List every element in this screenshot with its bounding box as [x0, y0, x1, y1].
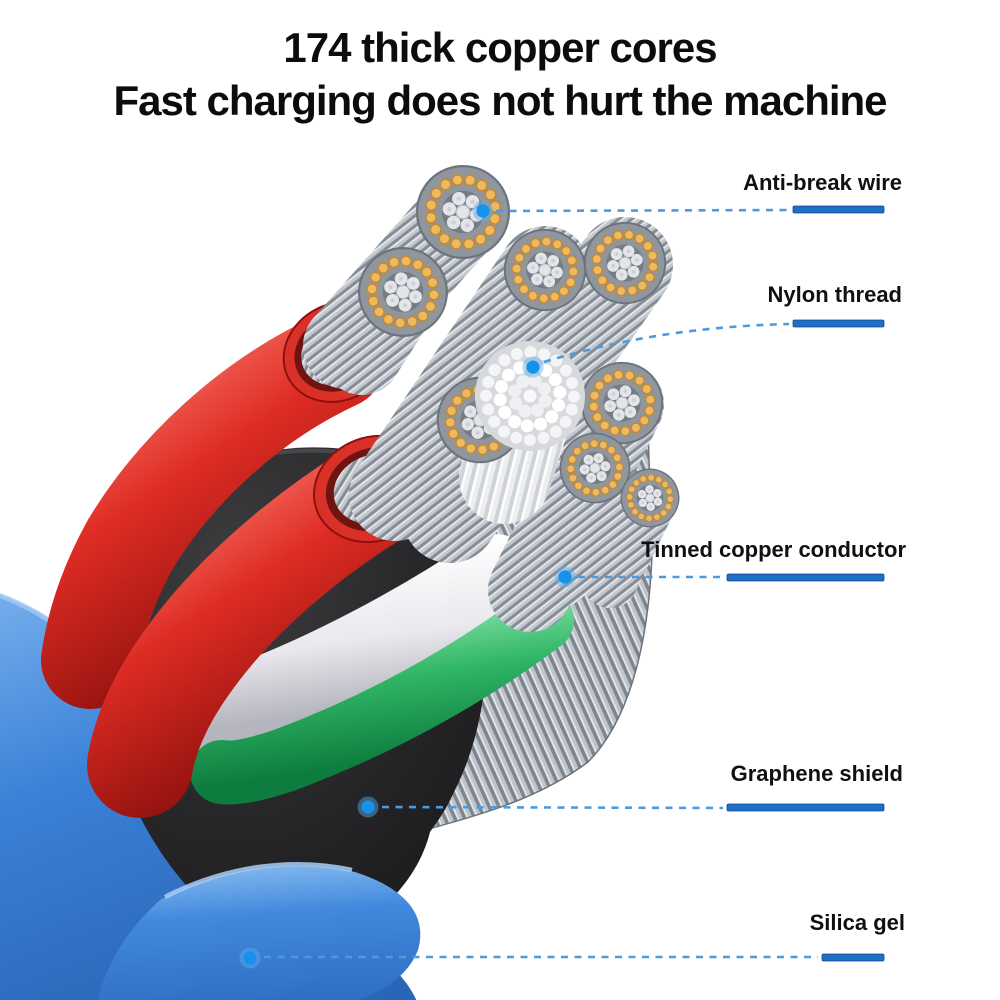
- red-wire-upper: [41, 311, 386, 709]
- callout-dot-silica-gel: [239, 947, 261, 969]
- label-underline: [792, 319, 885, 328]
- callout-graphene-shield: Graphene shield: [357, 761, 903, 818]
- red-wire-lower: [87, 442, 425, 818]
- leader-line: [495, 208, 789, 213]
- label-underline: [792, 205, 885, 214]
- title-line-1: 174 thick copper cores: [283, 24, 717, 71]
- title-line-2: Fast charging does not hurt the machine: [113, 76, 887, 124]
- callout-dot-tinned-copper-conductor: [554, 566, 576, 588]
- callout-label: Tinned copper conductor: [641, 537, 906, 562]
- label-underline: [821, 953, 885, 962]
- callout-label: Silica gel: [810, 910, 905, 935]
- silica-gel-jacket-front-rim: [97, 865, 421, 1000]
- callout-dot-anti-break-wire: [472, 200, 494, 222]
- callout-silica-gel: Silica gel: [239, 910, 905, 969]
- label-underline: [726, 803, 885, 812]
- leader-line: [543, 322, 790, 364]
- callouts: Anti-break wire Nylon thread Tinned copp…: [239, 170, 906, 969]
- callout-label: Anti-break wire: [743, 170, 902, 195]
- leader-line: [381, 805, 724, 810]
- green-wire: [190, 588, 574, 805]
- callout-anti-break-wire: Anti-break wire: [472, 170, 902, 222]
- callout-dot-graphene-shield: [357, 796, 379, 818]
- cable-assembly: [0, 158, 688, 1000]
- callout-dot-nylon-thread: [522, 356, 544, 378]
- callout-label: Nylon thread: [768, 282, 902, 307]
- page-title: 174 thick copper cores Fast charging doe…: [0, 22, 1000, 128]
- jacket-rim-highlight: [163, 862, 353, 899]
- callout-tinned-copper-conductor: Tinned copper conductor: [554, 537, 906, 588]
- callout-nylon-thread: Nylon thread: [522, 282, 902, 378]
- label-underline: [726, 573, 885, 582]
- callout-label: Graphene shield: [731, 761, 903, 786]
